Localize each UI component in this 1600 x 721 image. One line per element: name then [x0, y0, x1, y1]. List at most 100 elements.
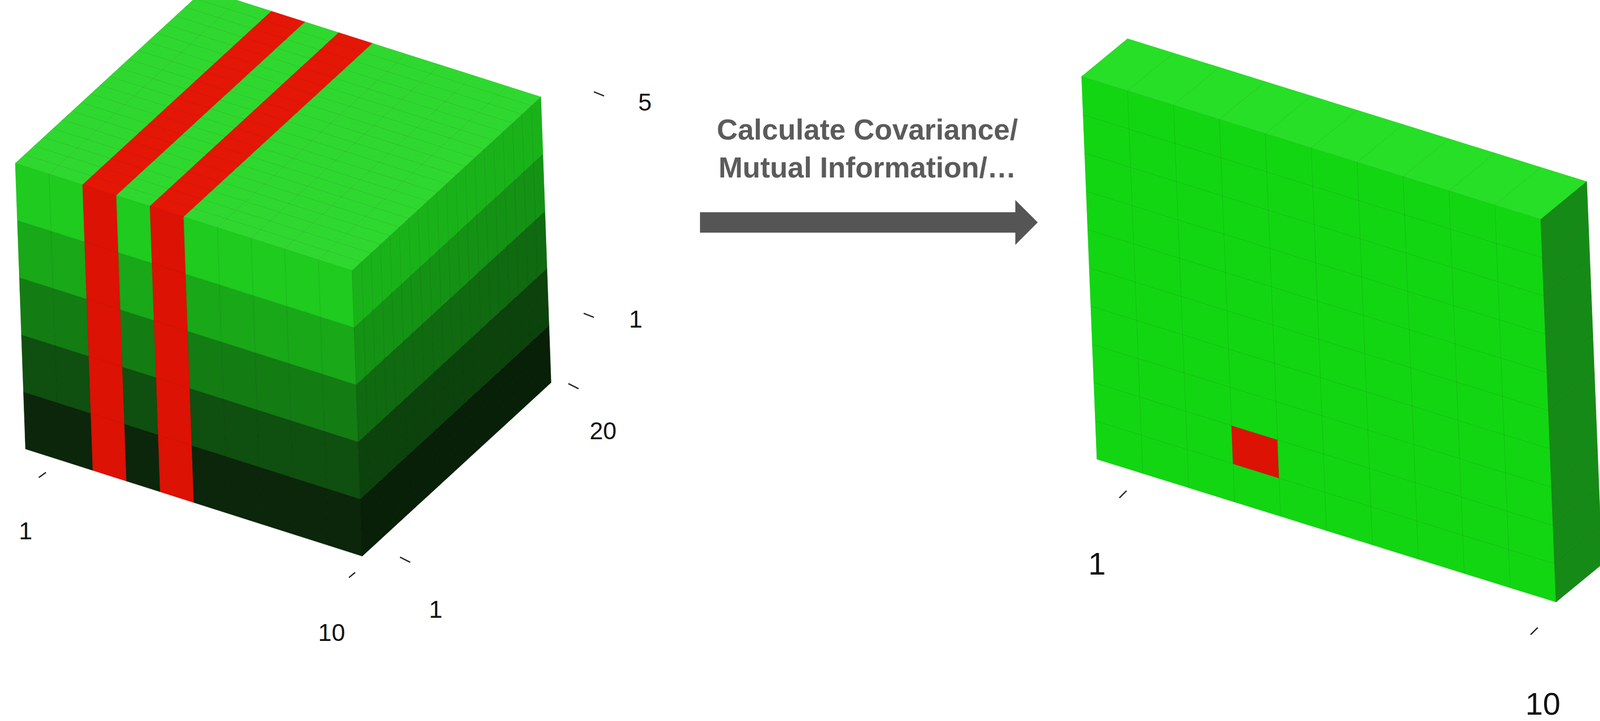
- grid-line: [1406, 252, 1454, 306]
- grid-line: [1271, 286, 1319, 340]
- grid-line: [1083, 114, 1131, 168]
- grid-line: [1130, 167, 1179, 221]
- cube-front-cell: [251, 238, 288, 306]
- grid-line: [1403, 138, 1495, 191]
- grid-line: [384, 190, 428, 210]
- tick-mark: [38, 472, 47, 478]
- grid-line: [1095, 420, 1143, 474]
- grid-line: [1545, 296, 1593, 373]
- cube-front-cell: [253, 295, 290, 364]
- grid-line: [1505, 472, 1554, 526]
- grid-line: [1549, 411, 1598, 488]
- cube-top-cell: [497, 86, 541, 106]
- grid-line: [290, 420, 327, 489]
- grid-line: [1500, 358, 1549, 411]
- grid-line: [1173, 105, 1221, 158]
- grid-line: [1133, 243, 1182, 297]
- grid-line: [326, 488, 363, 557]
- tick-mark: [594, 91, 605, 96]
- grid-line: [1179, 258, 1228, 311]
- cell-group: [15, 0, 1600, 602]
- grid-line: [188, 331, 224, 400]
- grid-line: [286, 305, 323, 374]
- tick-marks: [38, 91, 1538, 635]
- grid-line: [259, 466, 295, 535]
- grid-line: [327, 242, 371, 262]
- grid-line: [1553, 487, 1600, 564]
- grid-line: [1187, 449, 1235, 502]
- grid-line: [150, 205, 186, 274]
- cube-front-cell: [118, 252, 155, 321]
- grid-line: [1090, 305, 1139, 359]
- grid-line: [1504, 434, 1552, 488]
- grid-line: [183, 216, 220, 285]
- operation-label: Calculate Covariance/ Mutual Information…: [667, 110, 1068, 187]
- grid-line: [55, 345, 92, 414]
- grid-line: [1220, 157, 1269, 211]
- grid-line: [1453, 305, 1501, 359]
- grid-line: [1265, 95, 1357, 148]
- axis-tick-label: 1: [628, 307, 643, 332]
- grid-line: [393, 181, 438, 202]
- grid-line: [1276, 401, 1324, 454]
- grid-line: [1459, 458, 1508, 512]
- grid-line: [1127, 90, 1175, 144]
- tick-mark: [349, 572, 356, 578]
- cube-front-cell: [183, 216, 220, 285]
- grid-line: [1363, 315, 1411, 369]
- grid-line: [1317, 301, 1365, 354]
- cube-front-cell: [284, 249, 321, 318]
- grid-line: [318, 259, 355, 328]
- grid-line: [535, 211, 548, 278]
- grid-line: [1364, 353, 1412, 407]
- grid-line: [122, 367, 159, 436]
- grid-line: [1370, 506, 1419, 560]
- grid-line: [1462, 535, 1510, 588]
- grid-line: [1081, 38, 1174, 92]
- cube-front-cell: [124, 423, 161, 492]
- axis-tick-label: 20: [589, 418, 617, 443]
- grid-lines: [15, 0, 1600, 602]
- cube-front-cell: [288, 363, 325, 432]
- grid-line: [1409, 329, 1457, 383]
- cube-front-cell: [82, 184, 119, 253]
- grid-line: [1183, 372, 1232, 426]
- cube-front-cell: [326, 488, 363, 557]
- grid-line: [1174, 143, 1223, 196]
- grid-line: [1182, 334, 1231, 388]
- tick-mark: [1119, 490, 1127, 499]
- grid-line: [1367, 430, 1416, 483]
- grid-line: [497, 86, 541, 106]
- grid-line: [288, 363, 325, 432]
- grid-line: [1318, 339, 1367, 392]
- grid-line: [356, 216, 400, 236]
- arrow-head: [1015, 200, 1039, 245]
- grid-line: [1231, 425, 1280, 479]
- grid-line: [1178, 220, 1226, 273]
- grid-line: [1230, 387, 1278, 440]
- grid-line: [1448, 190, 1497, 244]
- grid-line: [116, 195, 153, 264]
- grid-line: [1554, 526, 1600, 602]
- grid-line: [1403, 176, 1451, 230]
- axis-tick-label: 10: [1525, 688, 1561, 720]
- grid-line: [488, 94, 532, 115]
- cube-front-cell: [116, 195, 153, 264]
- grid-line: [155, 377, 192, 446]
- grid-line: [1222, 195, 1270, 249]
- grid-line: [221, 341, 258, 410]
- grid-line: [86, 299, 123, 368]
- grid-line: [1497, 281, 1546, 335]
- grid-line: [1357, 124, 1449, 177]
- grid-line: [223, 399, 260, 468]
- grid-line: [1325, 492, 1373, 546]
- grid-line: [51, 231, 87, 300]
- grid-line: [1315, 262, 1364, 316]
- grid-line: [21, 334, 58, 403]
- cube-front-cell: [154, 320, 191, 389]
- cube-side-cell: [537, 268, 550, 335]
- grid-line: [23, 391, 60, 460]
- grid-line: [1360, 238, 1408, 292]
- grid-line: [318, 251, 362, 271]
- grid-line: [124, 423, 161, 492]
